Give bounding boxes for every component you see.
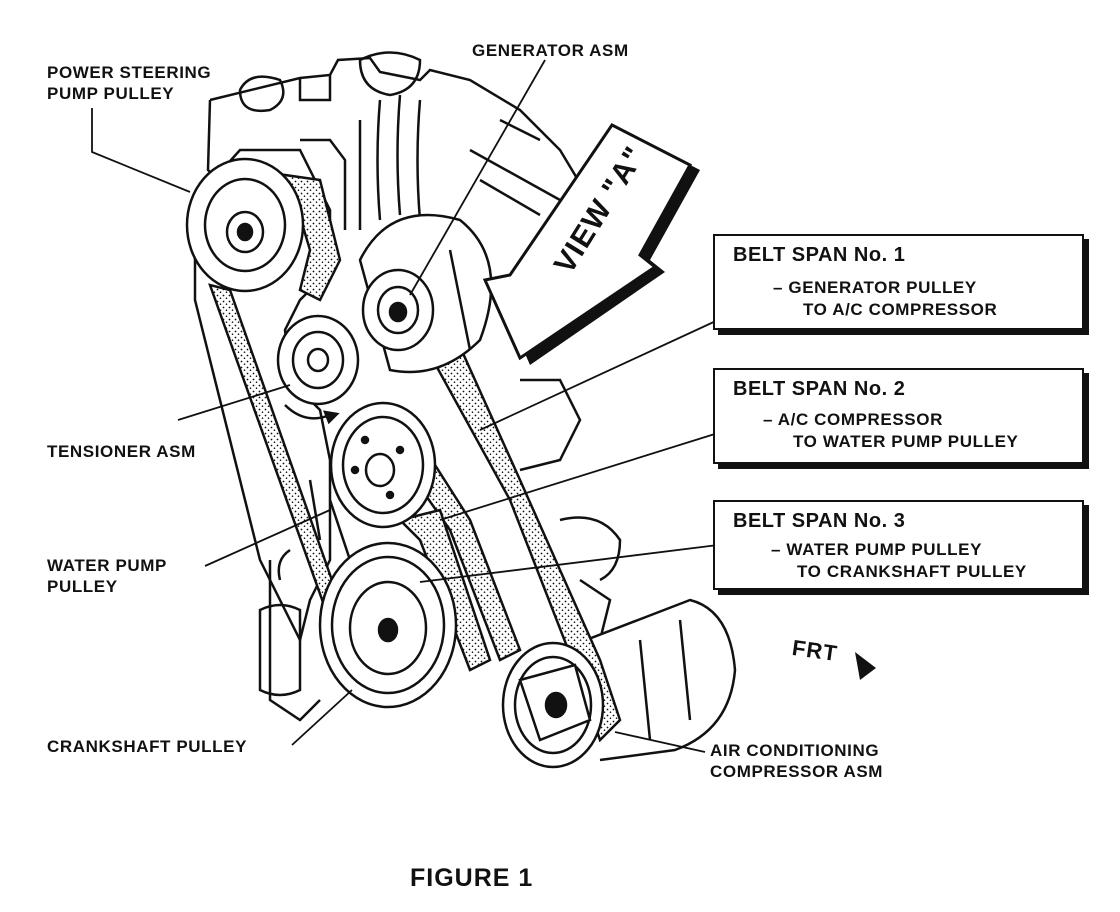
crankshaft-pulley bbox=[318, 541, 458, 709]
view-a-arrow bbox=[482, 123, 700, 365]
crankshaft-label: CRANKSHAFT PULLEY bbox=[47, 737, 248, 756]
belt-span-1-box: BELT SPAN No. 1 – GENERATOR PULLEY TO A/… bbox=[713, 234, 1084, 330]
belt-span-3-line1: – WATER PUMP PULLEY bbox=[771, 540, 983, 559]
ac-compressor-label-line2: COMPRESSOR ASM bbox=[710, 762, 884, 781]
water-pump-label-line1: WATER PUMP bbox=[47, 556, 167, 575]
belt-span-3-title: BELT SPAN No. 3 bbox=[733, 510, 906, 532]
tensioner-label: TENSIONER ASM bbox=[47, 442, 196, 461]
belt-span-3-line2: TO CRANKSHAFT PULLEY bbox=[797, 562, 1027, 581]
power-steering-label: POWER STEERING PUMP PULLEY bbox=[47, 62, 211, 104]
ac-compressor-pulley bbox=[501, 641, 605, 769]
water-pump-pulley bbox=[329, 401, 437, 529]
belt-span-1-title: BELT SPAN No. 1 bbox=[733, 244, 906, 266]
water-pump-label: WATER PUMP PULLEY bbox=[47, 555, 167, 597]
power-steering-pulley bbox=[185, 157, 305, 293]
belt-span-1-line1: – GENERATOR PULLEY bbox=[773, 278, 977, 297]
belt-span-1-line2: TO A/C COMPRESSOR bbox=[803, 300, 998, 319]
leader-lines bbox=[91, 59, 719, 753]
ac-compressor-label: AIR CONDITIONING COMPRESSOR ASM bbox=[710, 740, 883, 782]
power-steering-label-line1: POWER STEERING bbox=[47, 63, 212, 82]
belt-span-2-line2: TO WATER PUMP PULLEY bbox=[793, 432, 1019, 451]
water-pump-label-line2: PULLEY bbox=[47, 577, 118, 596]
figure-caption: FIGURE 1 bbox=[410, 864, 534, 892]
engine-block bbox=[206, 51, 622, 722]
frt-arrow-icon bbox=[855, 652, 876, 680]
belt-span-2-title: BELT SPAN No. 2 bbox=[733, 378, 906, 400]
belt-span-2-line1: – A/C COMPRESSOR bbox=[763, 410, 943, 429]
tensioner bbox=[276, 314, 360, 425]
belt-span-2-box: BELT SPAN No. 2 – A/C COMPRESSOR TO WATE… bbox=[713, 368, 1084, 464]
ac-compressor-label-line1: AIR CONDITIONING bbox=[710, 741, 880, 760]
belt-span-3-box: BELT SPAN No. 3 – WATER PUMP PULLEY TO C… bbox=[713, 500, 1084, 590]
generator bbox=[358, 213, 493, 374]
power-steering-label-line2: PUMP PULLEY bbox=[47, 84, 175, 103]
generator-label: GENERATOR ASM bbox=[472, 41, 629, 60]
